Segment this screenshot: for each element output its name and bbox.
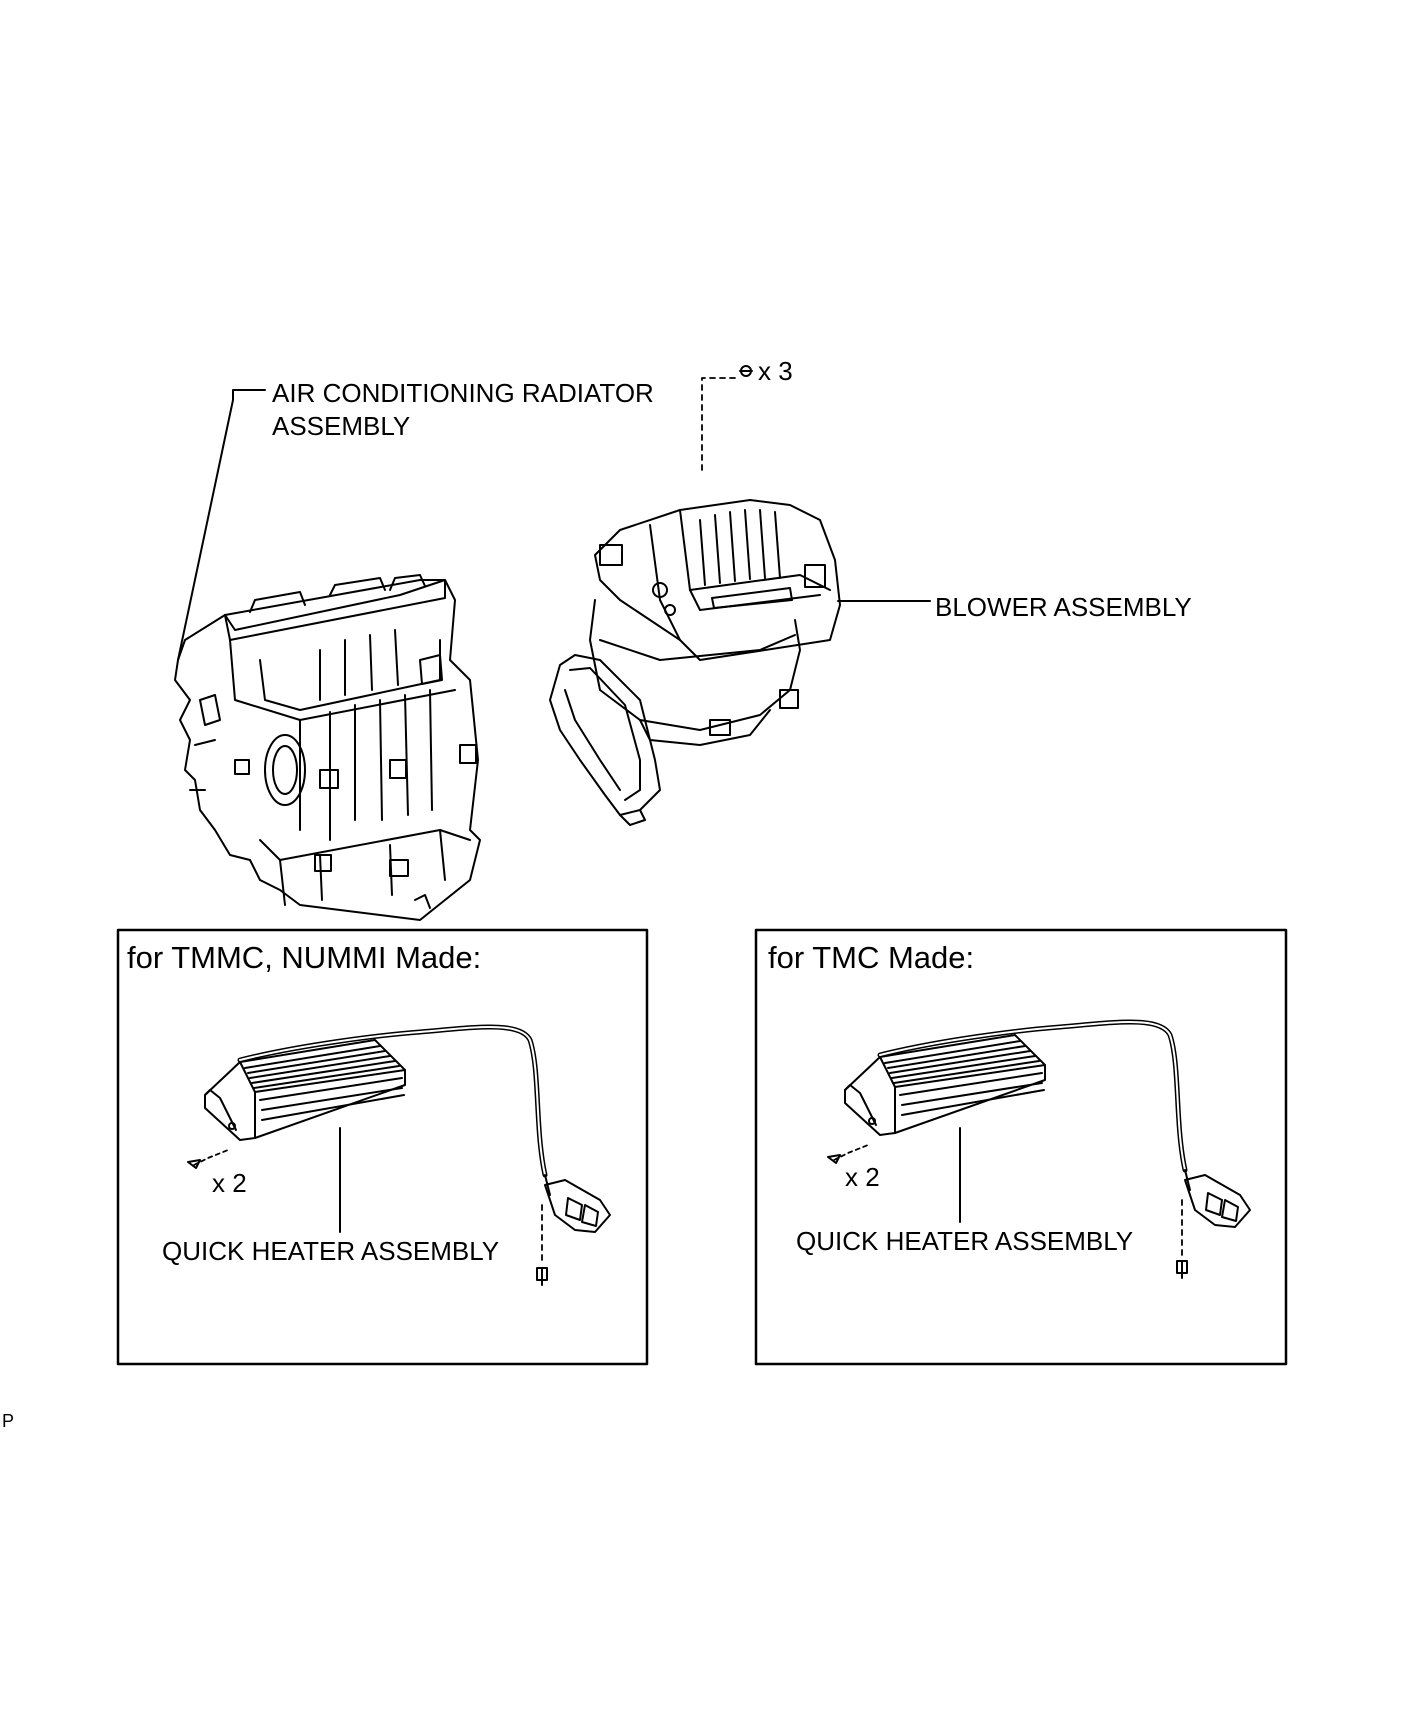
- panel-tmc-title: for TMC Made:: [768, 940, 975, 975]
- quick-heater-drawing-tmmc: [187, 1024, 611, 1286]
- panel-tmmc-title: for TMMC, NUMMI Made:: [127, 940, 482, 975]
- blower-screw-qty-label: x 3: [758, 356, 793, 386]
- panel-tmmc-frame: [116, 928, 649, 1366]
- panel-tmmc-part-label: QUICK HEATER ASSEMBLY: [162, 1236, 500, 1266]
- panel-tmc-screw-qty: x 2: [845, 1162, 880, 1192]
- panel-tmc-frame: [754, 928, 1288, 1366]
- panel-tmc-part-label: QUICK HEATER ASSEMBLY: [796, 1226, 1134, 1256]
- panel-tmmc-screw-qty: x 2: [212, 1168, 247, 1198]
- radiator-label-line2: ASSEMBLY: [272, 411, 411, 441]
- quick-heater-drawing-tmc: [827, 1019, 1251, 1279]
- blower-label: BLOWER ASSEMBLY: [935, 592, 1192, 622]
- blower-assembly-drawing: [549, 365, 931, 826]
- radiator-assembly-drawing: [174, 389, 481, 921]
- footer-mark: P: [2, 1411, 15, 1431]
- radiator-label-line1: AIR CONDITIONING RADIATOR: [272, 378, 654, 408]
